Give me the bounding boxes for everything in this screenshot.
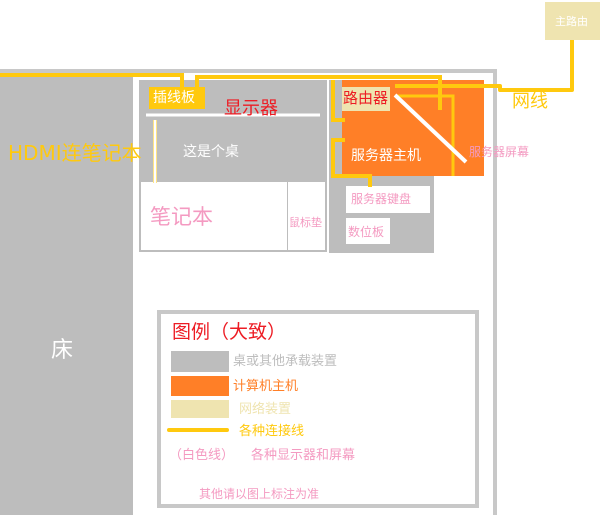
room-wall-top — [0, 69, 497, 73]
server-keyboard — [346, 186, 430, 213]
legend-note: 其他请以图上标注为准 — [199, 487, 320, 501]
mouse-pad — [287, 182, 325, 250]
laptop-label: 笔记本 — [150, 205, 213, 229]
room-wall-right — [493, 69, 497, 515]
legend-swatch-furniture — [171, 351, 229, 372]
desk-label: 这是个桌 — [183, 144, 239, 160]
legend-label-computer: 计算机主机 — [233, 379, 299, 394]
legend-title: 图例（大致） — [172, 321, 287, 343]
tablet-label: 数位板 — [348, 225, 385, 239]
server-screen — [393, 93, 468, 164]
laptop — [141, 182, 287, 250]
legend-swatch-computer — [171, 376, 229, 396]
network-cable-label: 网线 — [512, 91, 548, 112]
router — [342, 87, 390, 111]
legend: 图例（大致） 桌或其他承载装置 计算机主机 网络装置 各种连接线 （白色线） 各… — [157, 310, 479, 508]
bed — [0, 77, 133, 515]
network-cable — [395, 40, 574, 92]
tablet — [346, 218, 390, 244]
server-screen-label: 服务器屏幕 — [469, 145, 530, 159]
main-router-label: 主路由 — [555, 15, 588, 28]
legend-label-connection-line: 各种连接线 — [239, 424, 305, 439]
legend-label-network: 网络装置 — [239, 402, 292, 417]
server-host-label: 服务器主机 — [351, 148, 421, 164]
power-cable — [195, 75, 442, 110]
bed-label: 床 — [51, 338, 74, 363]
server-keyboard-cable — [331, 138, 372, 187]
router-to-host — [395, 94, 455, 176]
hdmi-cable — [0, 73, 184, 90]
router-label: 路由器 — [343, 89, 389, 107]
monitor-label: 显示器 — [224, 98, 278, 119]
power-strip — [149, 87, 205, 109]
hdmi-label: HDMI连笔记本 — [8, 141, 142, 165]
server-host-power — [331, 80, 345, 122]
power-strip-label: 插线板 — [153, 90, 195, 106]
main-router — [545, 2, 600, 40]
legend-swatch-connection-line — [167, 428, 229, 432]
legend-swatch-network — [171, 400, 229, 418]
legend-white-line-label: 各种显示器和屏幕 — [251, 448, 356, 463]
mouse-pad-label: 鼠标垫 — [289, 216, 322, 229]
legend-label-furniture: 桌或其他承载装置 — [233, 354, 338, 369]
legend-white-line-key: （白色线） — [169, 448, 235, 463]
server-keyboard-label: 服务器键盘 — [351, 192, 412, 206]
